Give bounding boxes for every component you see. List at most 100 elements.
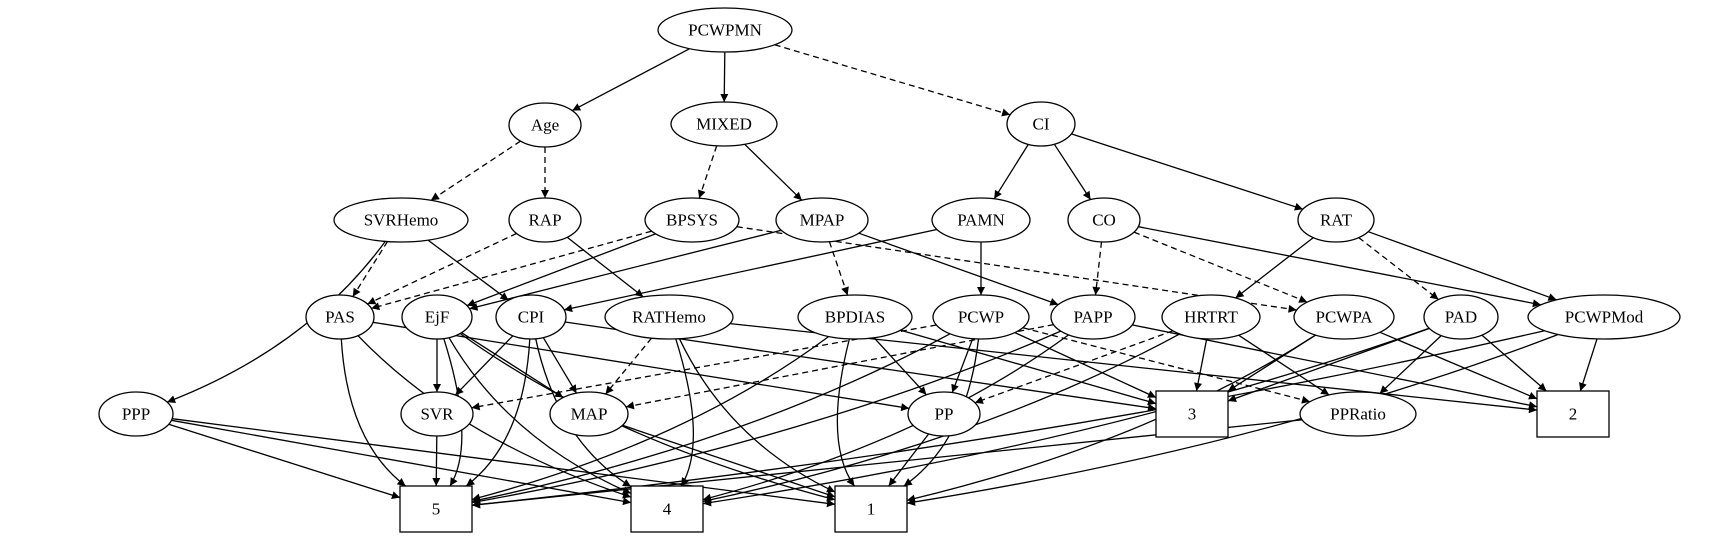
edge-pcwpmod-to-n2 xyxy=(1579,338,1598,392)
node-label: SVR xyxy=(420,405,454,424)
edge-pcwp-to-pp xyxy=(951,338,974,393)
node-label: MIXED xyxy=(696,115,752,134)
edge-pad-to-n2 xyxy=(1481,334,1547,392)
edge-pas-to-n5 xyxy=(340,338,406,487)
edge-hrtrt-to-pp xyxy=(974,330,1174,404)
node-label: MAP xyxy=(571,405,608,424)
node-label: PP xyxy=(935,405,954,424)
node-label: Age xyxy=(531,116,559,135)
edge-pas-to-n4 xyxy=(357,335,632,499)
node-cpi: CPI xyxy=(495,294,567,340)
node-pp: PP xyxy=(907,391,981,437)
node-shape xyxy=(907,391,981,437)
edge-cpi-to-svr xyxy=(454,335,514,396)
node-label: RAT xyxy=(1320,211,1353,230)
node-shape xyxy=(797,294,913,340)
edge-cpi-to-map xyxy=(542,337,578,394)
edge-pcwp-to-n3 xyxy=(1014,332,1157,399)
edge-pas-to-pp xyxy=(372,321,910,412)
edge-pcwpa-to-n1 xyxy=(906,334,1317,503)
node-shape xyxy=(1423,294,1499,340)
edges-layer xyxy=(166,44,1598,509)
edge-pcwpa-to-n2 xyxy=(1379,331,1538,400)
edge-age-to-svrhemo xyxy=(430,140,521,201)
node-shape xyxy=(657,7,793,53)
edge-bpdias-to-n1 xyxy=(836,338,855,487)
node-shape xyxy=(630,485,704,533)
node-label: PCWPA xyxy=(1315,308,1373,327)
node-shape xyxy=(549,391,629,437)
node-hrtrt: HRTRT xyxy=(1161,294,1261,340)
node-label: PCWPMN xyxy=(688,21,762,40)
node-label: PPRatio xyxy=(1330,405,1386,424)
node-rat: RAT xyxy=(1297,197,1375,243)
node-pas: PAS xyxy=(305,294,375,340)
node-shape xyxy=(1067,197,1141,243)
edge-ppp-to-n4 xyxy=(171,419,632,506)
edge-pcwpmn-to-mixed xyxy=(720,51,729,103)
edge-ejf-to-n1 xyxy=(459,332,836,502)
node-n1: 1 xyxy=(834,485,908,533)
node-label: PAS xyxy=(325,308,355,327)
node-label: CI xyxy=(1033,115,1050,134)
edge-pcwpmod-to-n1 xyxy=(906,333,1559,506)
node-shape xyxy=(98,391,174,437)
node-label: 2 xyxy=(1569,405,1578,424)
node-label: CPI xyxy=(518,308,545,327)
node-label: PAMN xyxy=(957,211,1005,230)
node-label: PAD xyxy=(1445,308,1477,327)
node-shape xyxy=(1155,390,1229,438)
edge-bpdias-to-n3 xyxy=(900,329,1157,406)
edge-rat-to-hrtrt xyxy=(1235,237,1314,299)
node-label: EjF xyxy=(425,308,450,327)
node-mixed: MIXED xyxy=(670,101,778,147)
node-label: PAPP xyxy=(1073,308,1112,327)
edge-co-to-papp xyxy=(1092,241,1103,296)
edge-ppp-to-n1 xyxy=(172,418,836,508)
node-co: CO xyxy=(1067,197,1141,243)
node-shape xyxy=(1297,197,1375,243)
node-ejf: EjF xyxy=(401,294,473,340)
node-n2: 2 xyxy=(1536,390,1610,438)
edge-mpap-to-papp xyxy=(858,232,1059,306)
node-bpdias: BPDIAS xyxy=(797,294,913,340)
node-map: MAP xyxy=(549,391,629,437)
edge-ci-to-rat xyxy=(1071,133,1304,211)
node-shape xyxy=(399,485,473,533)
node-label: HRTRT xyxy=(1184,308,1238,327)
node-shape xyxy=(670,101,778,147)
node-label: BPDIAS xyxy=(825,308,885,327)
node-pcwpmn: PCWPMN xyxy=(657,7,793,53)
edge-rat-to-pad xyxy=(1358,237,1439,301)
node-shape xyxy=(775,197,869,243)
node-label: 5 xyxy=(432,500,441,519)
edge-pcwpmn-to-age xyxy=(571,48,690,112)
edge-svrhemo-to-ppp xyxy=(166,241,386,403)
edge-hrtrt-to-n3 xyxy=(1194,338,1208,392)
node-pad: PAD xyxy=(1423,294,1499,340)
edge-pcwp-to-svr xyxy=(471,324,937,411)
edge-svrhemo-to-pas xyxy=(352,241,389,297)
node-shape xyxy=(1006,101,1076,147)
node-shape xyxy=(400,391,474,437)
node-ci: CI xyxy=(1006,101,1076,147)
edge-bpsys-to-pas xyxy=(371,230,652,311)
node-shape xyxy=(931,197,1031,243)
node-shape xyxy=(508,197,582,243)
node-shape xyxy=(401,294,473,340)
edge-ci-to-co xyxy=(1053,143,1092,200)
node-bpsys: BPSYS xyxy=(644,197,740,243)
edge-cpi-to-n5 xyxy=(465,338,531,487)
node-label: PCWP xyxy=(958,308,1004,327)
edge-rathemo-to-n4 xyxy=(675,338,695,487)
node-shape xyxy=(644,197,740,243)
node-ppratio: PPRatio xyxy=(1299,391,1417,437)
edge-rap-to-pas xyxy=(367,232,517,305)
node-ppp: PPP xyxy=(98,391,174,437)
edge-rathemo-to-n1 xyxy=(678,338,836,493)
node-shape xyxy=(834,485,908,533)
edge-map-to-n1 xyxy=(622,424,836,499)
edge-svrhemo-to-cpi xyxy=(427,239,509,301)
